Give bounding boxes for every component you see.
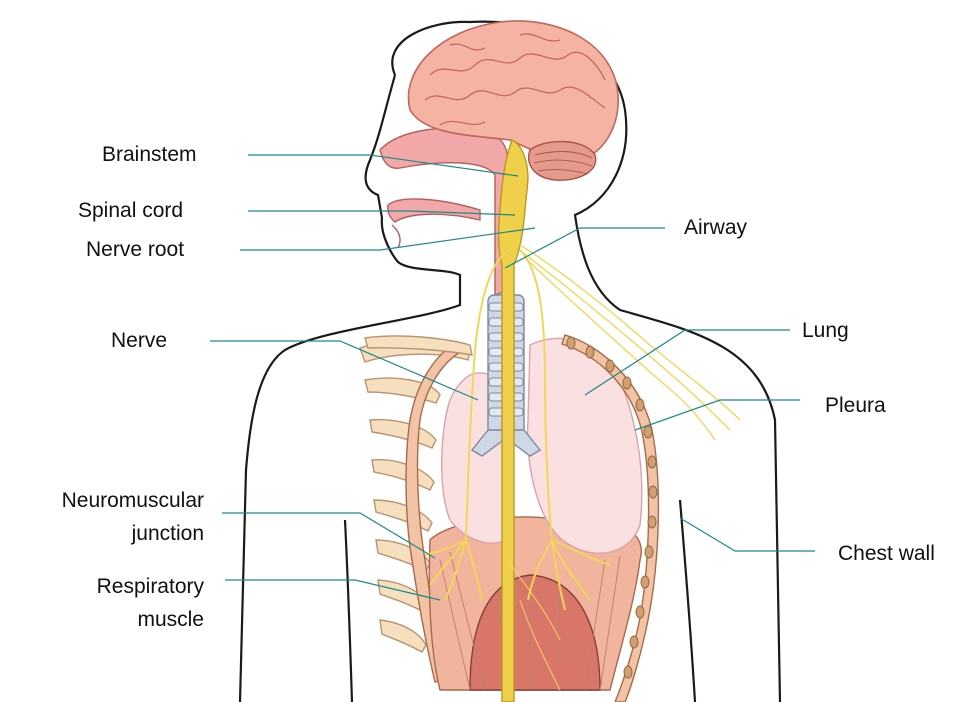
label-brainstem: Brainstem [102,142,197,168]
label-nerve: Nerve [111,328,167,354]
leader-chest-wall [680,518,815,551]
label-spinal-cord: Spinal cord [78,198,183,224]
label-pleura: Pleura [825,393,886,419]
label-neuromuscular-junction-2: junction [10,521,204,547]
label-airway: Airway [684,215,747,241]
label-lung: Lung [802,318,849,344]
label-respiratory-muscle-1: Respiratory [10,574,204,600]
label-neuromuscular-junction-1: Neuromuscular [10,488,204,514]
label-chest-wall: Chest wall [838,541,935,567]
label-respiratory-muscle-2: muscle [10,607,204,633]
label-nerve-root: Nerve root [86,237,184,263]
